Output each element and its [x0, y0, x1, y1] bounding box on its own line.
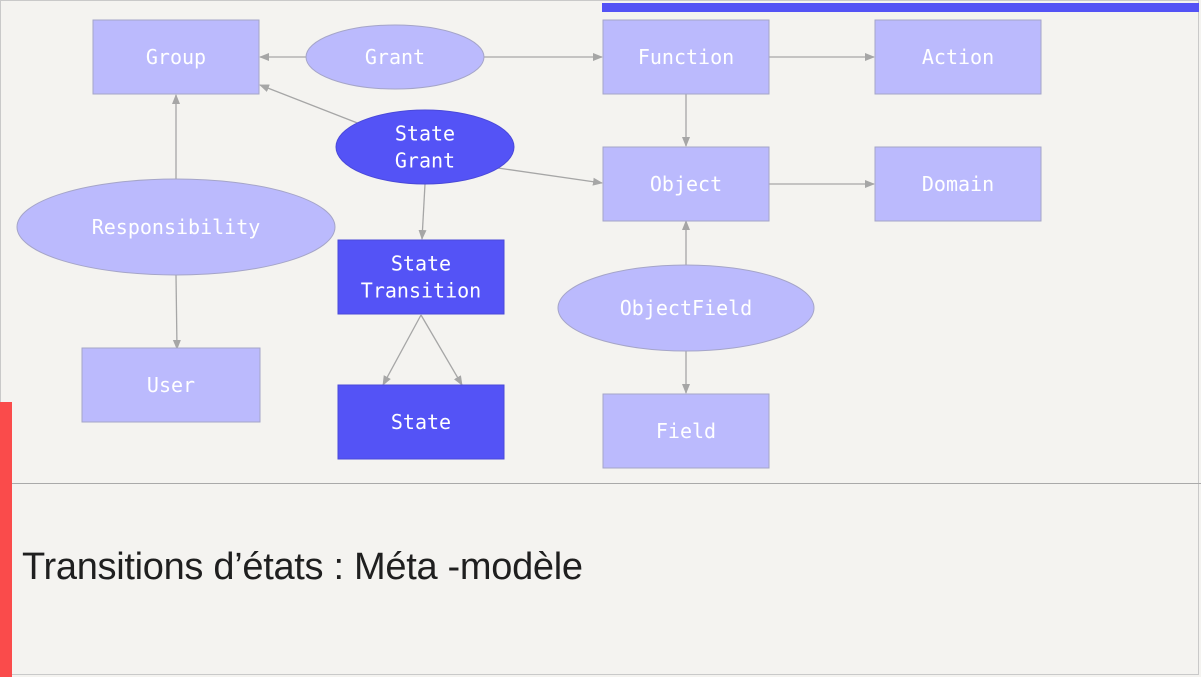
node-field: Field — [602, 393, 770, 469]
node-object-label: Object — [650, 172, 722, 196]
node-domain-label: Domain — [922, 172, 994, 196]
node-state-transition-label: Transition — [361, 279, 481, 303]
node-responsibility-shape — [16, 178, 336, 276]
edge-state-transition-to-state-b — [420, 314, 463, 386]
node-responsibility: Responsibility — [16, 178, 336, 276]
node-group-label: Group — [146, 45, 206, 69]
title-divider — [0, 483, 1201, 484]
node-object-field-shape — [557, 264, 815, 352]
node-domain: Domain — [874, 146, 1042, 222]
node-object-field-label: ObjectField — [620, 296, 752, 320]
node-user: User — [81, 347, 261, 423]
edge-state-transition-to-state-a — [382, 314, 422, 386]
node-responsibility-label: Responsibility — [92, 215, 261, 239]
node-object-shape — [602, 146, 770, 222]
node-function-shape — [602, 19, 770, 95]
edge-state-grant-to-group — [259, 84, 361, 125]
node-state: State — [337, 384, 505, 460]
node-state-shape — [337, 384, 505, 460]
node-grant-shape — [305, 24, 485, 90]
edge-state-grant-to-object — [483, 165, 603, 186]
node-grant-label: Grant — [365, 45, 425, 69]
node-state-label: State — [391, 410, 451, 434]
node-state-grant-label: Grant — [395, 149, 455, 173]
node-state-grant-shape — [335, 109, 515, 185]
slide-title: Transitions d’états : Méta -modèle — [22, 546, 583, 588]
left-accent-bar — [0, 402, 12, 677]
node-field-label: Field — [656, 419, 716, 443]
node-grant: Grant — [305, 24, 485, 90]
node-state-transition-label: State — [391, 252, 451, 276]
node-state-grant-label: State — [395, 122, 455, 146]
node-object-field: ObjectField — [557, 264, 815, 352]
node-action-label: Action — [922, 45, 994, 69]
top-accent-bar — [602, 3, 1199, 12]
node-action: Action — [874, 19, 1042, 95]
node-function: Function — [602, 19, 770, 95]
edge-state-grant-to-state-transition — [418, 183, 427, 240]
node-state-transition-shape — [337, 239, 505, 315]
node-user-label: User — [147, 373, 195, 397]
node-user-shape — [81, 347, 261, 423]
node-object: Object — [602, 146, 770, 222]
edge-responsibility-to-user — [172, 274, 181, 350]
node-function-label: Function — [638, 45, 734, 69]
node-action-shape — [874, 19, 1042, 95]
node-field-shape — [602, 393, 770, 469]
node-group-shape — [92, 19, 260, 95]
edges-layer — [172, 53, 875, 394]
node-domain-shape — [874, 146, 1042, 222]
node-group: Group — [92, 19, 260, 95]
